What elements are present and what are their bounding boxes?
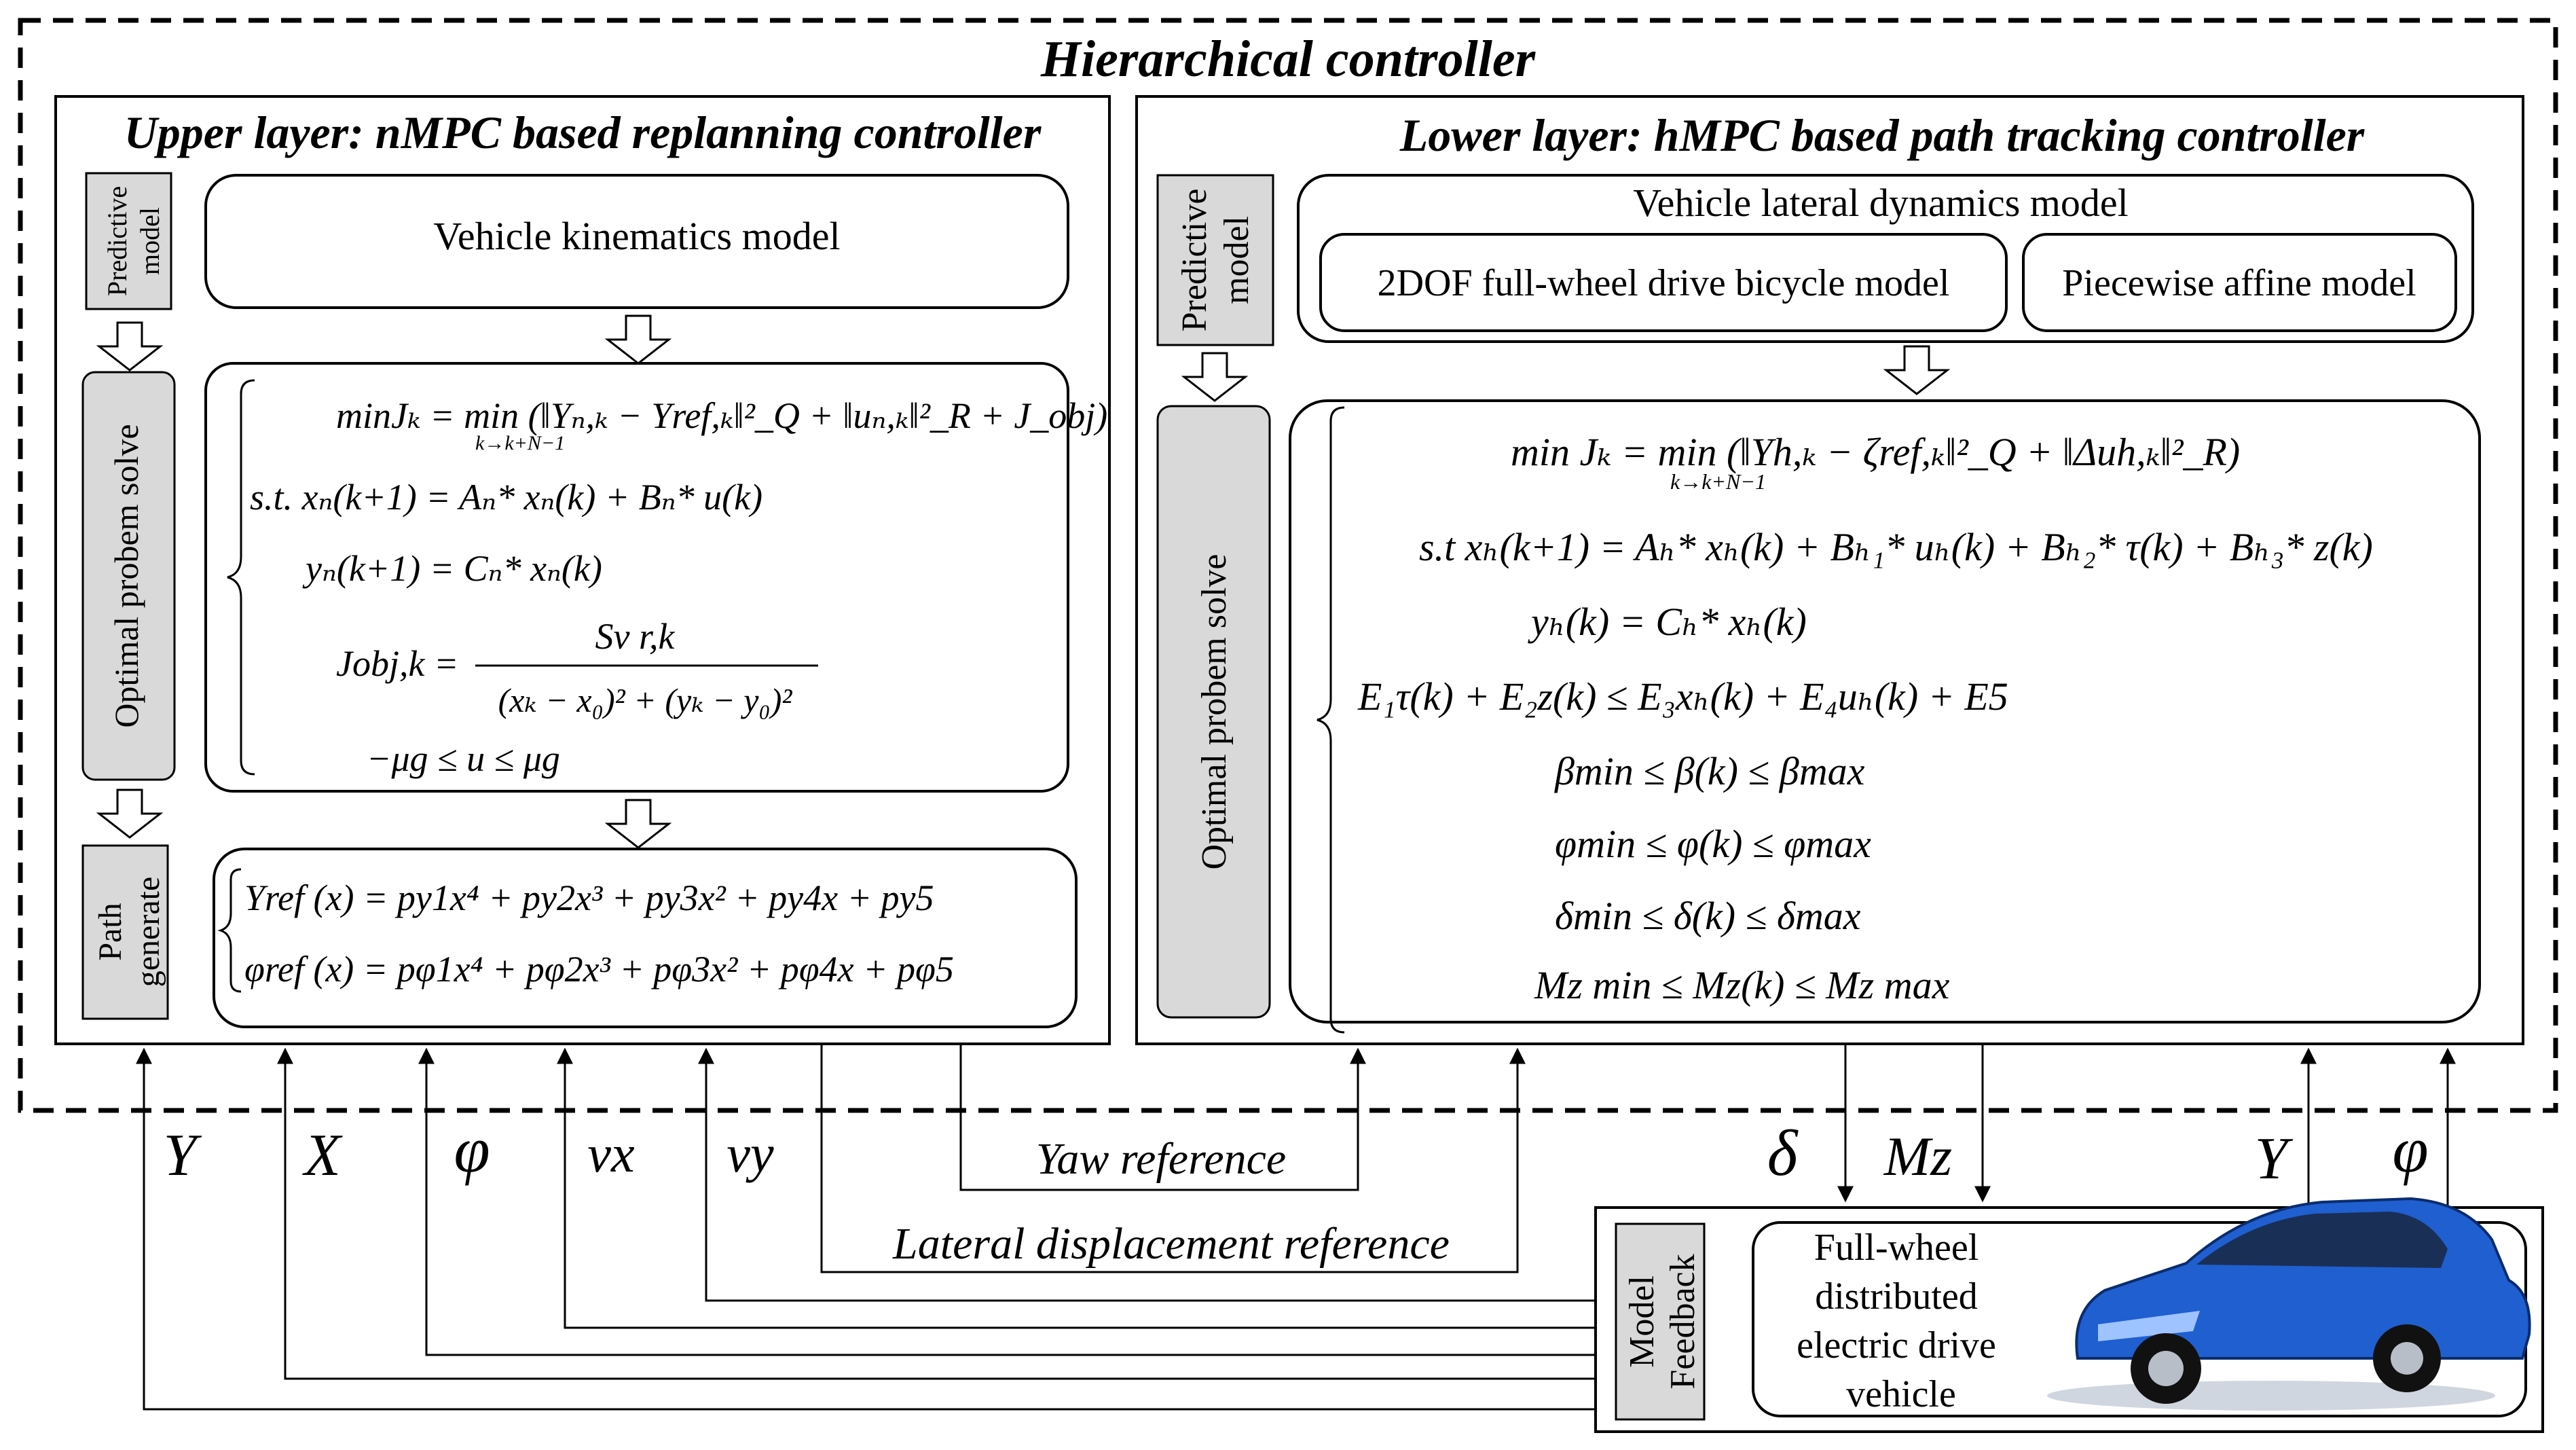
vehicle-label-line-3: electric drive (1797, 1324, 1996, 1366)
upper-constraint-state: s.t. xₙ(k+1) = Aₙ* xₙ(k) + Bₙ* u(k) (250, 477, 762, 518)
vehicle-label-line-4: vehicle (1846, 1373, 1956, 1415)
bicycle-model-box (1319, 233, 2008, 332)
lower-brace (1317, 406, 1345, 1034)
upper-cost-equation: minJₖ = min (‖Yₙ,ₖ − Yref,ₖ‖²_Q + ‖uₙ,ₖ‖… (336, 395, 1107, 436)
path-generate-label: Pathgenerate (92, 877, 166, 987)
upper-jobj-numerator: Sv r,k (595, 616, 676, 657)
wire-vy (698, 1047, 1596, 1302)
signal-vy-label: vy (726, 1124, 774, 1183)
signal-phi-right-label: φ (2392, 1113, 2428, 1186)
path-equations-box (213, 848, 1078, 1028)
lower-optimal-solve-box (1156, 405, 1271, 1019)
yref-equation: Yref (x) = py1x⁴ + py2x³ + py3x² + py4x … (244, 877, 934, 918)
upper-optimal-solve-label: Optimal probem solve (107, 424, 145, 727)
kinematics-model-label: Vehicle kinematics model (433, 214, 840, 258)
upper-hollow-arrow-2 (604, 314, 672, 365)
lower-predictive-model-label: Predictivemodel (1175, 189, 1256, 332)
signal-Y-right-label: Y (2255, 1126, 2294, 1192)
diagram-title: Hierarchical controller (1040, 31, 1537, 88)
wire-lateral-reference (820, 1044, 1526, 1273)
vehicle-label: Full-wheel distributed electric drive ve… (1797, 1227, 2006, 1415)
path-brace (217, 868, 242, 993)
upper-control-bound: −μg ≤ u ≤ μg (367, 738, 560, 779)
lower-hollow-arrow-2 (1883, 345, 1951, 395)
signal-Y-label: Y (164, 1123, 202, 1189)
piecewise-affine-model-label: Piecewise affine model (2062, 262, 2416, 304)
wire-phi (418, 1047, 1596, 1356)
lower-constraint-output: yₕ(k) = Cₕ* xₕ(k) (1528, 600, 1807, 644)
hierarchical-controller-frame (18, 18, 2558, 1113)
upper-optimization-box (204, 362, 1069, 793)
lower-layer-title: Lower layer: hMPC based path tracking co… (1399, 109, 2365, 161)
lower-beta-bound: βmin ≤ β(k) ≤ βmax (1554, 749, 1865, 793)
lower-mixed-constraint: E₁τ(k) + E₂z(k) ≤ E₃xₕ(k) + E₄uₕ(k) + E5 (1357, 674, 2008, 719)
wire-yaw-reference (959, 1044, 1366, 1191)
wire-X (277, 1047, 1596, 1380)
upper-predictive-model-label: Predictivemodel (102, 186, 165, 296)
lower-cost-subscript: k→k+N−1 (1670, 469, 1766, 494)
lower-equations: min Jₖ = min (‖Yh,ₖ − ζref,ₖ‖²_Q + ‖Δuh,… (1357, 430, 2373, 1007)
upper-jobj-lhs: Jobj,k = (336, 643, 458, 684)
upper-hollow-arrow-3 (96, 789, 164, 839)
piecewise-affine-model-box (2022, 233, 2457, 332)
lateral-reference-label: Lateral displacement reference (892, 1219, 1450, 1269)
path-generate-box (81, 844, 169, 1020)
upper-layer-title: Upper layer: nMPC based replanning contr… (124, 107, 1042, 158)
upper-jobj-denominator: (xₖ − x₀)² + (yₖ − y₀)² (498, 681, 793, 719)
lower-mz-bound: Mz min ≤ Mz(k) ≤ Mz max (1534, 963, 1950, 1007)
lower-optimization-box (1289, 399, 2481, 1023)
upper-cost-subscript: k→k+N−1 (475, 432, 565, 454)
signal-X-label: X (302, 1123, 343, 1189)
signal-Mz-label: Mz (1883, 1125, 1952, 1187)
wire-Y (136, 1047, 1596, 1411)
upper-equations: minJₖ = min (‖Yₙ,ₖ − Yref,ₖ‖²_Q + ‖uₙ,ₖ‖… (250, 395, 1107, 779)
signal-vx-label: vx (587, 1124, 635, 1183)
lower-hollow-arrow-1 (1181, 352, 1249, 402)
wire-vx (557, 1047, 1596, 1329)
lower-cost-equation: min Jₖ = min (‖Yh,ₖ − ζref,ₖ‖²_Q + ‖Δuh,… (1511, 430, 2240, 474)
upper-hollow-arrow-4 (604, 799, 672, 849)
upper-optimal-solve-box (81, 371, 176, 781)
upper-feedback-wires (136, 1047, 1596, 1411)
vehicle-label-line-2: distributed (1815, 1275, 1978, 1318)
model-feedback-label: ModelFeedback (1623, 1254, 1702, 1389)
lateral-dynamics-model-label: Vehicle lateral dynamics model (1633, 181, 2129, 225)
kinematics-model-box (204, 174, 1069, 309)
vehicle-label-line-1: Full-wheel (1814, 1227, 1979, 1269)
lower-optimal-solve-label: Optimal probem solve (1195, 554, 1234, 869)
upper-predictive-model-box (85, 172, 172, 310)
lower-predictive-model-box (1156, 174, 1274, 346)
upper-constraint-output: yₙ(k+1) = Cₙ* xₙ(k) (302, 548, 602, 589)
signal-phi-label: φ (454, 1113, 490, 1186)
lower-delta-bound: δmin ≤ δ(k) ≤ δmax (1555, 894, 1861, 938)
upper-hollow-arrow-1 (96, 321, 164, 371)
upper-brace (227, 379, 255, 776)
bicycle-model-label: 2DOF full-wheel drive bicycle model (1378, 262, 1950, 304)
yaw-reference-label: Yaw reference (1036, 1134, 1286, 1184)
lower-phi-bound: φmin ≤ φ(k) ≤ φmax (1555, 822, 1871, 866)
phiref-equation: φref (x) = pφ1x⁴ + pφ2x³ + pφ3x² + pφ4x … (244, 949, 954, 990)
signal-delta-label: δ (1767, 1117, 1799, 1189)
car-image (2047, 1197, 2531, 1411)
model-feedback-box (1615, 1222, 1706, 1421)
lower-constraint-state: s.t xₕ(k+1) = Aₕ* xₕ(k) + Bₕ₁* uₕ(k) + B… (1419, 525, 2373, 569)
